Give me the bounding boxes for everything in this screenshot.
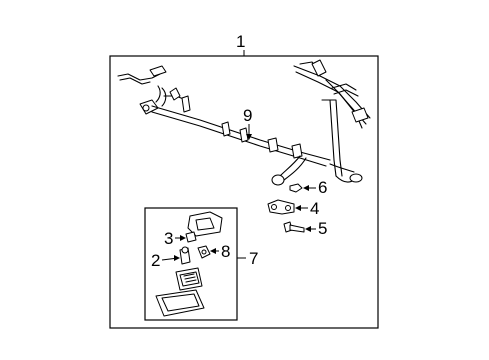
wiring-harness	[117, 59, 371, 186]
part-6-clip	[289, 183, 303, 193]
callout-1: 1	[236, 32, 245, 51]
inset-frame	[144, 207, 238, 321]
part-7-lamp-housing	[187, 211, 223, 237]
part-bezel	[155, 289, 205, 317]
part-4-bracket	[267, 199, 295, 215]
part-3-socket	[185, 231, 197, 243]
callout-4: 4	[310, 199, 319, 218]
callout-6: 6	[318, 178, 327, 197]
callout-9: 9	[243, 106, 252, 125]
callout-8: 8	[221, 242, 230, 261]
outer-frame	[109, 55, 379, 329]
callout-3: 3	[164, 229, 173, 248]
part-8-bulb	[197, 245, 211, 259]
part-lens	[175, 267, 203, 291]
callout-5: 5	[318, 219, 327, 238]
callout-2: 2	[151, 251, 160, 270]
part-5-bolt	[283, 221, 305, 233]
callout-7: 7	[249, 249, 258, 268]
part-2-bulb	[179, 246, 191, 265]
